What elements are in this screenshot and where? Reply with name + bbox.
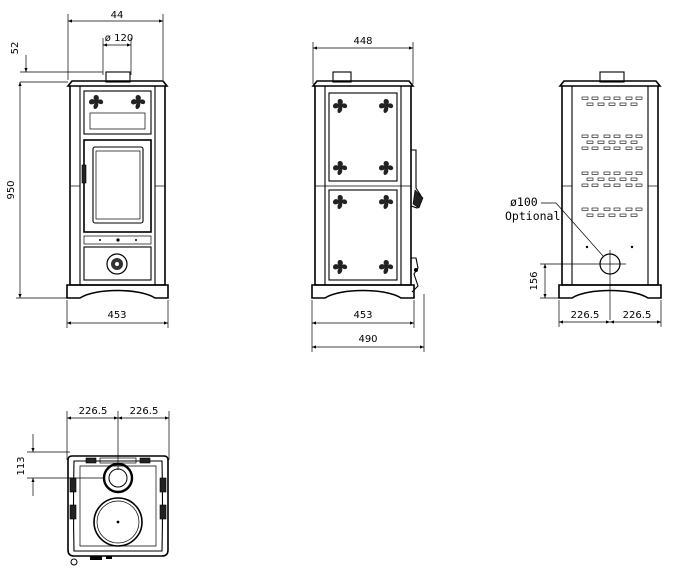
top-view: 226.5 226.5 113 (16, 406, 170, 566)
side-dim-total-depth: 490 (358, 334, 377, 345)
rear-dim-half-left: 226.5 (571, 310, 600, 321)
rear-dim-half-right: 226.5 (623, 310, 652, 321)
top-dim-flue-offset: 113 (16, 456, 27, 475)
rear-view: ø100 Optional 156 226.5 226.5 (505, 71, 662, 327)
side-dim-base-width: 453 (353, 310, 372, 321)
side-dim-top-width: 448 (353, 36, 372, 47)
front-dim-top: 44 (111, 10, 124, 21)
rear-vent-slots (581, 96, 643, 217)
front-view: 44 ø 120 52 950 (6, 10, 169, 328)
front-dim-flue-height: 52 (10, 42, 21, 55)
rear-outlet-label: ø100 (510, 195, 538, 209)
front-dim-width: 453 (107, 310, 126, 321)
rear-dim-outlet-height: 156 (529, 271, 540, 290)
rear-optional-label: Optional (505, 209, 560, 223)
side-view: 448 453 490 (311, 36, 425, 352)
top-dim-half-left: 226.5 (79, 406, 108, 417)
front-dim-flue: ø 120 (105, 33, 133, 44)
front-dim-height: 950 (6, 180, 17, 199)
top-dim-half-right: 226.5 (130, 406, 159, 417)
